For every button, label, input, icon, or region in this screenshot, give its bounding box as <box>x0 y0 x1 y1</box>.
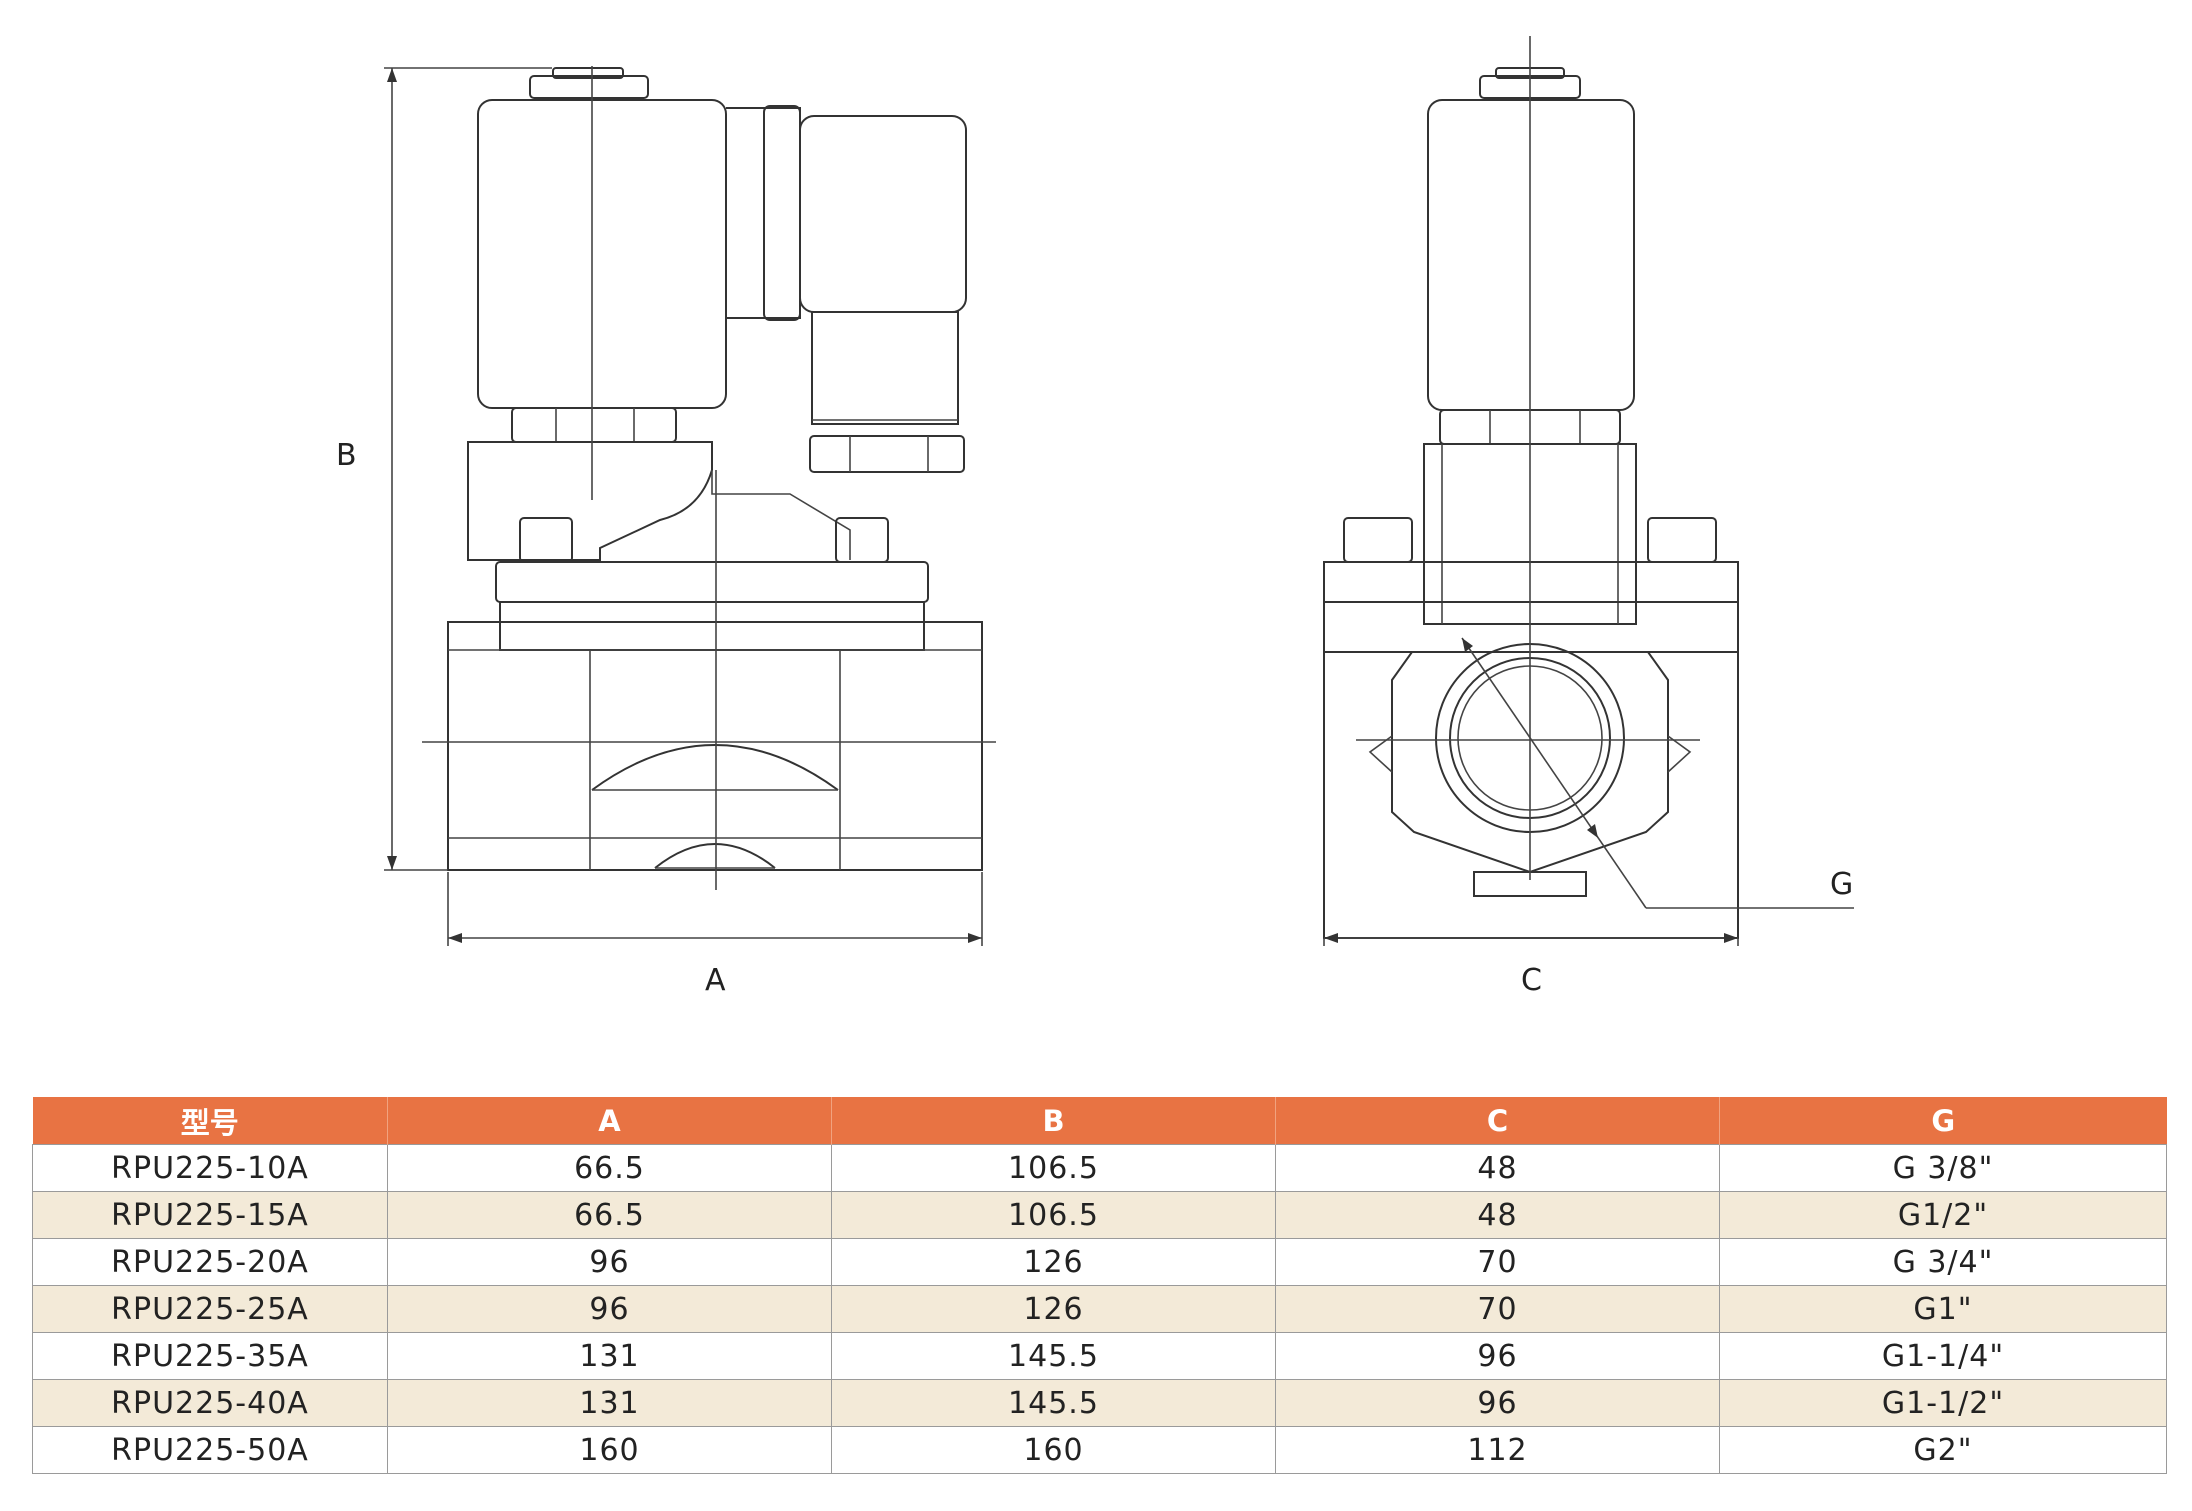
cell-c: 96 <box>1275 1332 1720 1380</box>
cell-b: 106.5 <box>831 1144 1276 1192</box>
cell-b: 126 <box>831 1238 1276 1286</box>
valve-body-front <box>447 621 983 871</box>
cover-plate-side <box>1323 561 1739 653</box>
bolt-right-front <box>835 517 889 563</box>
dimension-label-b: B <box>336 438 357 473</box>
coil-body-side <box>1427 99 1635 411</box>
table-row: RPU225-20A 96 126 70 G 3/4" <box>32 1238 2167 1286</box>
cell-model: RPU225-35A <box>32 1332 388 1380</box>
cell-b: 106.5 <box>831 1191 1276 1239</box>
cell-model: RPU225-25A <box>32 1285 388 1333</box>
coil-body-front <box>477 99 727 409</box>
cable-gland-nut <box>809 435 965 473</box>
table-row: RPU225-10A 66.5 106.5 48 G 3/8" <box>32 1144 2167 1192</box>
dimension-label-c: C <box>1521 963 1542 998</box>
cell-model: RPU225-10A <box>32 1144 388 1192</box>
connector-ring <box>763 105 801 321</box>
header-c: C <box>1275 1097 1720 1145</box>
front-view <box>384 66 996 946</box>
table-row: RPU225-15A 66.5 106.5 48 G1/2" <box>32 1191 2167 1239</box>
header-b: B <box>831 1097 1276 1145</box>
specification-table: 型号 A B C G RPU225-10A 66.5 106.5 48 G 3/… <box>32 1097 2167 1474</box>
cell-b: 145.5 <box>831 1379 1276 1427</box>
table-row: RPU225-25A 96 126 70 G1" <box>32 1285 2167 1333</box>
cell-b: 160 <box>831 1426 1276 1474</box>
coil-nut-top-front <box>552 67 624 79</box>
dimension-label-a: A <box>705 963 726 998</box>
bolt-left-front <box>519 517 573 563</box>
cell-b: 145.5 <box>831 1332 1276 1380</box>
header-model: 型号 <box>32 1097 388 1145</box>
cell-c: 48 <box>1275 1144 1720 1192</box>
cell-c: 112 <box>1275 1426 1720 1474</box>
connector-neck <box>811 311 959 425</box>
bolt-left-side <box>1343 517 1413 563</box>
table-row: RPU225-40A 131 145.5 96 G1-1/2" <box>32 1379 2167 1427</box>
cell-a: 66.5 <box>387 1144 832 1192</box>
cell-a: 96 <box>387 1238 832 1286</box>
cell-g: G1/2" <box>1719 1191 2167 1239</box>
inner-rib-upper <box>591 744 839 791</box>
cell-a: 66.5 <box>387 1191 832 1239</box>
cell-c: 70 <box>1275 1285 1720 1333</box>
inner-rib-lower <box>654 843 776 869</box>
header-g: G <box>1719 1097 2167 1145</box>
header-a: A <box>387 1097 832 1145</box>
cell-g: G1" <box>1719 1285 2167 1333</box>
cell-model: RPU225-50A <box>32 1426 388 1474</box>
cell-c: 70 <box>1275 1238 1720 1286</box>
valve-technical-drawing: B A C G <box>336 36 1854 998</box>
hex-nut-front <box>511 407 677 443</box>
bonnet-front <box>467 441 713 561</box>
cell-g: G 3/8" <box>1719 1144 2167 1192</box>
bolt-right-side <box>1647 517 1717 563</box>
side-view <box>1323 36 1854 946</box>
cover-plate-front <box>495 561 929 603</box>
table-row: RPU225-50A 160 160 112 G2" <box>32 1426 2167 1474</box>
cell-b: 126 <box>831 1285 1276 1333</box>
table-row: RPU225-35A 131 145.5 96 G1-1/4" <box>32 1332 2167 1380</box>
cell-g: G1-1/2" <box>1719 1379 2167 1427</box>
cell-a: 160 <box>387 1426 832 1474</box>
diaphragm-housing <box>499 602 925 651</box>
cell-a: 96 <box>387 1285 832 1333</box>
coil-cap-front <box>529 75 649 99</box>
cell-a: 131 <box>387 1332 832 1380</box>
cell-model: RPU225-40A <box>32 1379 388 1427</box>
cell-g: G1-1/4" <box>1719 1332 2167 1380</box>
cell-g: G2" <box>1719 1426 2167 1474</box>
table-header-row: 型号 A B C G <box>32 1097 2167 1145</box>
hex-port <box>1391 651 1669 874</box>
cell-c: 96 <box>1275 1379 1720 1427</box>
cell-a: 131 <box>387 1379 832 1427</box>
dimension-label-g: G <box>1830 867 1853 902</box>
cell-model: RPU225-15A <box>32 1191 388 1239</box>
cell-c: 48 <box>1275 1191 1720 1239</box>
cell-g: G 3/4" <box>1719 1238 2167 1286</box>
cell-model: RPU225-20A <box>32 1238 388 1286</box>
connector-body <box>799 115 967 313</box>
leader-line-g <box>1461 637 1647 909</box>
